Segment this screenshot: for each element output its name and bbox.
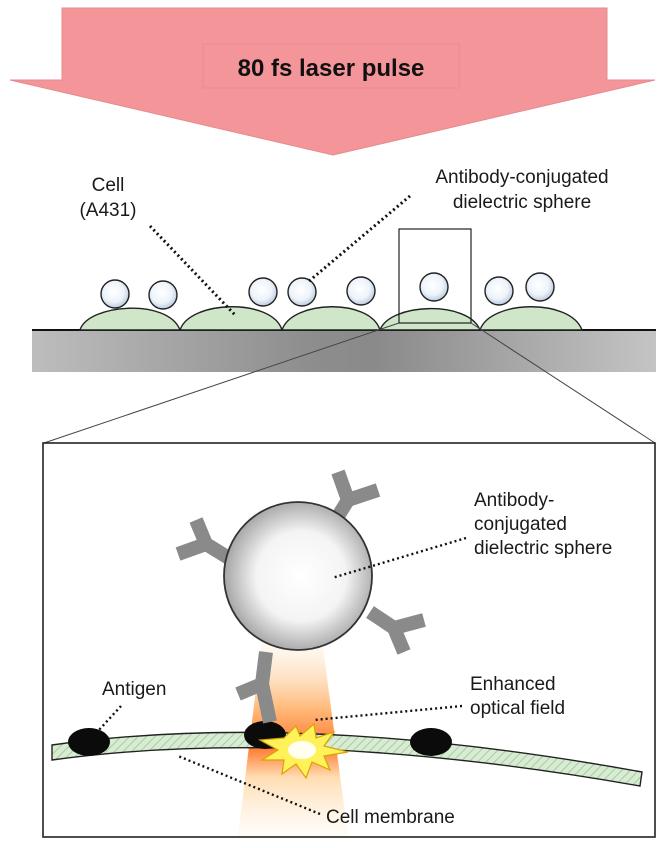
cell	[179, 306, 283, 331]
overview-sphere-leader-line	[307, 194, 411, 284]
cell-membrane-label: Cell membrane	[326, 807, 455, 828]
zoom-connector-left	[43, 322, 400, 444]
small-sphere-group	[100, 272, 555, 310]
laser-pulse-arrow: 80 fs laser pulse	[9, 7, 656, 156]
cell-sublabel: (A431)	[79, 200, 136, 221]
substrate	[32, 330, 656, 372]
cell-membrane-leader-line	[177, 754, 321, 816]
cell	[79, 307, 182, 331]
overview-panel: Cell (A431) Antibody-conjugated dielectr…	[32, 167, 656, 372]
inset-sphere-label-line3: dielectric sphere	[474, 538, 612, 559]
antibody	[235, 651, 277, 724]
small-sphere	[287, 277, 317, 307]
cell	[479, 306, 584, 331]
cell	[281, 306, 381, 331]
small-sphere	[100, 279, 130, 309]
antigen-leader-line	[98, 705, 122, 731]
small-sphere	[148, 280, 178, 310]
small-sphere	[419, 272, 449, 302]
overview-sphere-label-line2: dielectric sphere	[453, 192, 591, 213]
laser-label-box	[202, 43, 460, 89]
overview-sphere-label-line1: Antibody-conjugated	[435, 167, 608, 188]
laser-pulse-label: 80 fs laser pulse	[238, 55, 425, 82]
antibody	[366, 606, 426, 655]
small-sphere	[248, 277, 278, 307]
small-sphere	[346, 276, 376, 306]
optical-burst-core	[288, 741, 316, 759]
antigen-label: Antigen	[102, 679, 166, 700]
antigen	[410, 728, 452, 756]
cell-leader-line	[148, 224, 238, 318]
inset-panel: Antibody- conjugated dielectric sphere E…	[42, 442, 656, 838]
small-sphere	[525, 272, 555, 302]
enhanced-field-label-line1: Enhanced	[470, 674, 556, 695]
cell-label: Cell	[92, 175, 125, 196]
zoom-connector-right	[470, 322, 656, 444]
antigen	[68, 728, 110, 756]
enhanced-field-label-line2: optical field	[470, 698, 565, 719]
dielectric-sphere	[223, 501, 373, 651]
antibody-group	[175, 469, 426, 724]
cell	[378, 307, 482, 331]
zoom-region-box	[398, 228, 472, 324]
cell-membrane	[51, 731, 643, 787]
cell-row	[79, 306, 584, 331]
inset-sphere-label-line1: Antibody-	[474, 490, 554, 511]
inset-sphere-label-line2: conjugated	[474, 514, 567, 535]
inset-sphere-leader-line	[331, 536, 467, 580]
small-sphere	[484, 276, 514, 306]
